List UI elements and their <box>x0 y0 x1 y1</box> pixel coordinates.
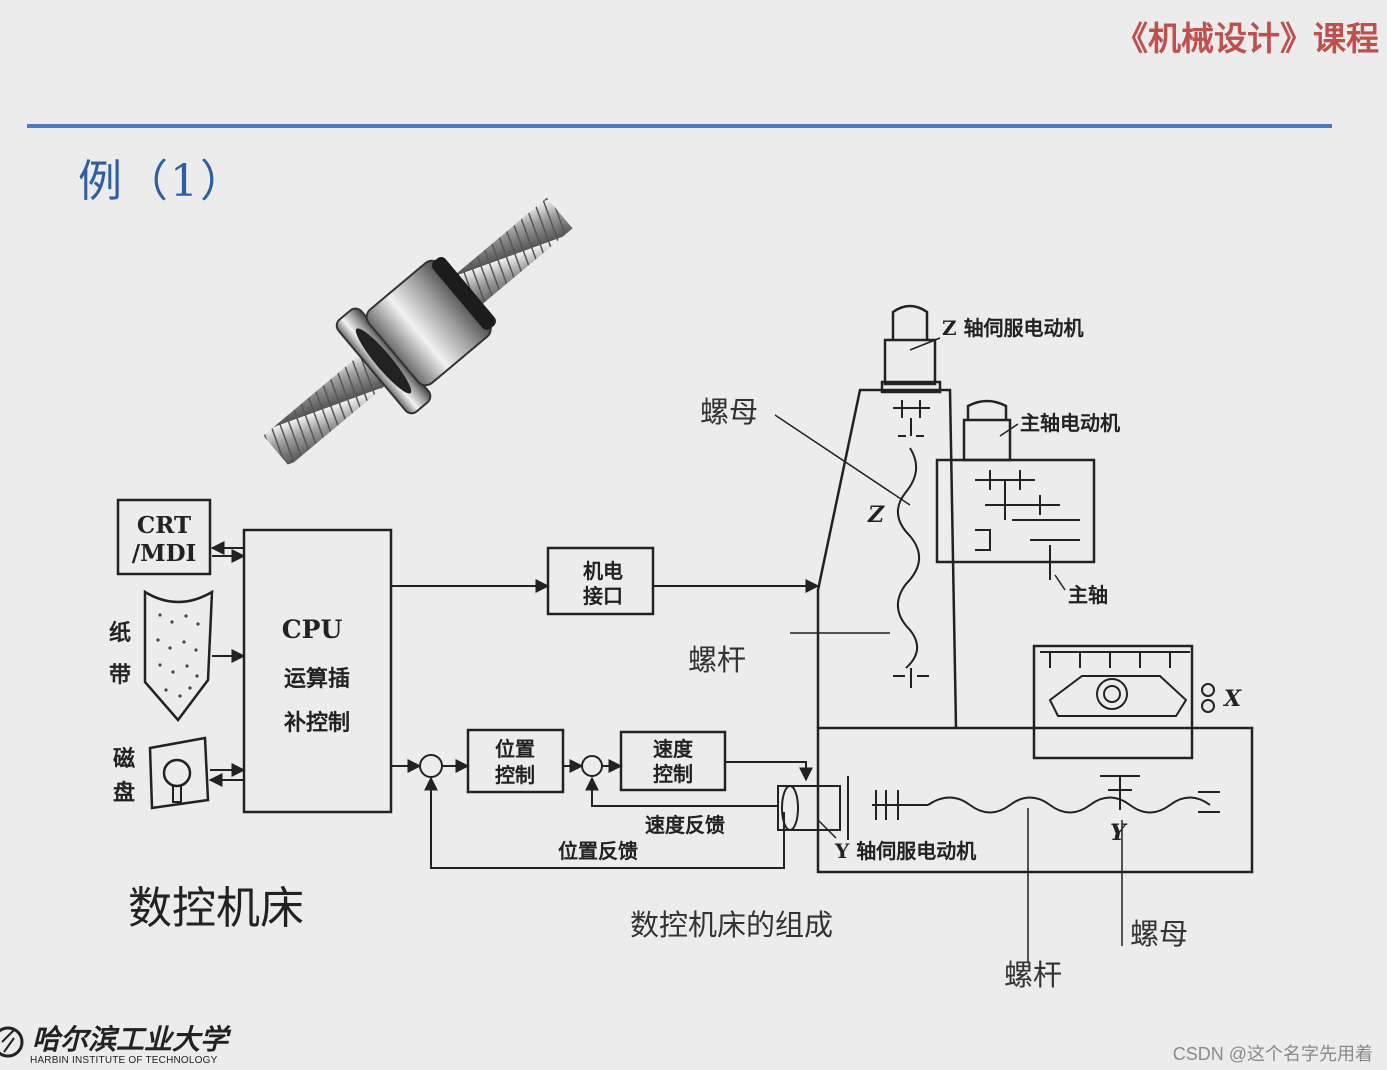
university-name: 哈尔滨工业大学 <box>32 1018 228 1058</box>
z-axis-label: Z <box>867 502 885 528</box>
spindle-label: 主轴 <box>1068 583 1108 607</box>
magnetic-disk-shape <box>150 738 208 808</box>
cpu-desc-2: 补控制 <box>283 710 350 736</box>
machine-frame <box>818 306 1252 872</box>
interface-label-1: 机电 <box>583 559 623 583</box>
y-axis-label: Y <box>1110 820 1128 846</box>
position-summing-junction <box>420 755 442 777</box>
nut-label-top: 螺母 <box>700 395 758 429</box>
ball-screw-image <box>238 167 599 497</box>
magnetic-disk-label-1: 磁 <box>113 746 135 772</box>
paper-tape-holes <box>156 613 199 697</box>
paper-tape-shape <box>145 592 212 720</box>
position-feedback-label: 位置反馈 <box>558 839 638 863</box>
university-logo-icon <box>0 1012 30 1062</box>
csdn-watermark: CSDN @这个名字先用着 <box>1173 1040 1373 1066</box>
mdi-label: /MDI <box>132 540 197 567</box>
magnetic-disk-label-2: 盘 <box>113 780 135 806</box>
university-english-name: HARBIN INSTITUTE OF TECHNOLOGY <box>30 1055 218 1066</box>
cpu-label: CPU <box>282 615 343 644</box>
speed-control-label-2: 控制 <box>653 762 693 786</box>
interface-label-2: 接口 <box>583 584 623 608</box>
x-axis-label: X <box>1222 686 1242 712</box>
position-control-label-1: 位置 <box>495 737 535 761</box>
speed-summing-junction <box>582 756 602 776</box>
speed-feedback-label: 速度反馈 <box>645 813 725 837</box>
screw-label-mid: 螺杆 <box>688 643 746 677</box>
cpu-desc-1: 运算插 <box>284 666 350 692</box>
nut-label-bottom: 螺母 <box>1130 917 1188 951</box>
position-control-label-2: 控制 <box>495 763 535 787</box>
spindle-motor-label: 主轴电动机 <box>1020 411 1120 435</box>
cnc-machine-caption: 数控机床 <box>128 872 304 936</box>
figure-caption: 数控机床的组成 <box>630 902 833 944</box>
crt-label: CRT <box>137 512 191 539</box>
z-servo-motor-label: Z 轴伺服电动机 <box>942 316 1084 340</box>
screw-label-bottom: 螺杆 <box>1004 958 1062 992</box>
speed-control-label-1: 速度 <box>653 737 694 761</box>
paper-tape-label-1: 纸 <box>109 620 131 646</box>
y-servo-motor-label: Y 轴伺服电动机 <box>834 839 976 863</box>
paper-tape-label-2: 带 <box>109 662 131 688</box>
